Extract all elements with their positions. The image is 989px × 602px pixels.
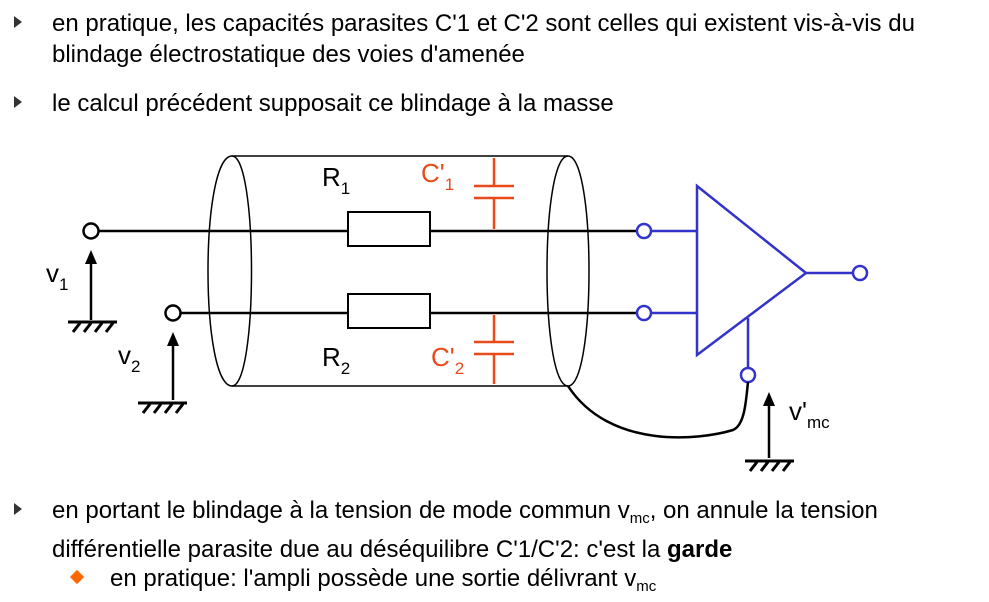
capacitor-c1 bbox=[474, 158, 514, 229]
v2-arrow-icon bbox=[167, 332, 179, 400]
label-v1: v1 bbox=[46, 258, 68, 294]
ground-icon bbox=[745, 459, 794, 472]
label-vmc: v'mc bbox=[789, 396, 830, 432]
bullet-arrow-icon bbox=[14, 503, 22, 515]
bullet-3: en portant le blindage à la tension de m… bbox=[14, 495, 974, 565]
bullet-arrow-icon bbox=[14, 96, 22, 108]
input-1 bbox=[82, 211, 637, 247]
ground-icon bbox=[138, 401, 187, 414]
label-r1: R1 bbox=[322, 162, 350, 198]
bullet-1: en pratique, les capacités parasites C'1… bbox=[14, 8, 974, 70]
cable-shield bbox=[207, 155, 590, 387]
bullet-1-text: en pratique, les capacités parasites C'1… bbox=[52, 10, 915, 68]
label-r2: R2 bbox=[322, 342, 350, 378]
label-c1: C'1 bbox=[421, 158, 454, 194]
bullet-arrow-icon bbox=[14, 16, 22, 28]
label-c2: C'2 bbox=[431, 342, 464, 378]
bullet-3-text: en portant le blindage à la tension de m… bbox=[52, 497, 878, 563]
differential-amplifier bbox=[635, 183, 869, 384]
sub-bullet-1-text: en pratique: l'ampli possède une sortie … bbox=[110, 565, 657, 595]
vmc-arrow-icon bbox=[763, 392, 775, 458]
ground-icon bbox=[68, 320, 117, 333]
v1-arrow-icon bbox=[85, 250, 97, 320]
capacitor-c2 bbox=[474, 315, 514, 384]
bullet-2: le calcul précédent supposait ce blindag… bbox=[14, 88, 974, 119]
input-2 bbox=[164, 293, 637, 329]
sub-bullet-1: en pratique: l'ampli possède une sortie … bbox=[69, 563, 952, 602]
guard-wire bbox=[566, 381, 750, 439]
garde-term: garde bbox=[667, 536, 733, 563]
diamond-bullet-icon bbox=[69, 569, 85, 585]
label-v2: v2 bbox=[118, 340, 140, 376]
bullet-2-text: le calcul précédent supposait ce blindag… bbox=[52, 90, 614, 117]
